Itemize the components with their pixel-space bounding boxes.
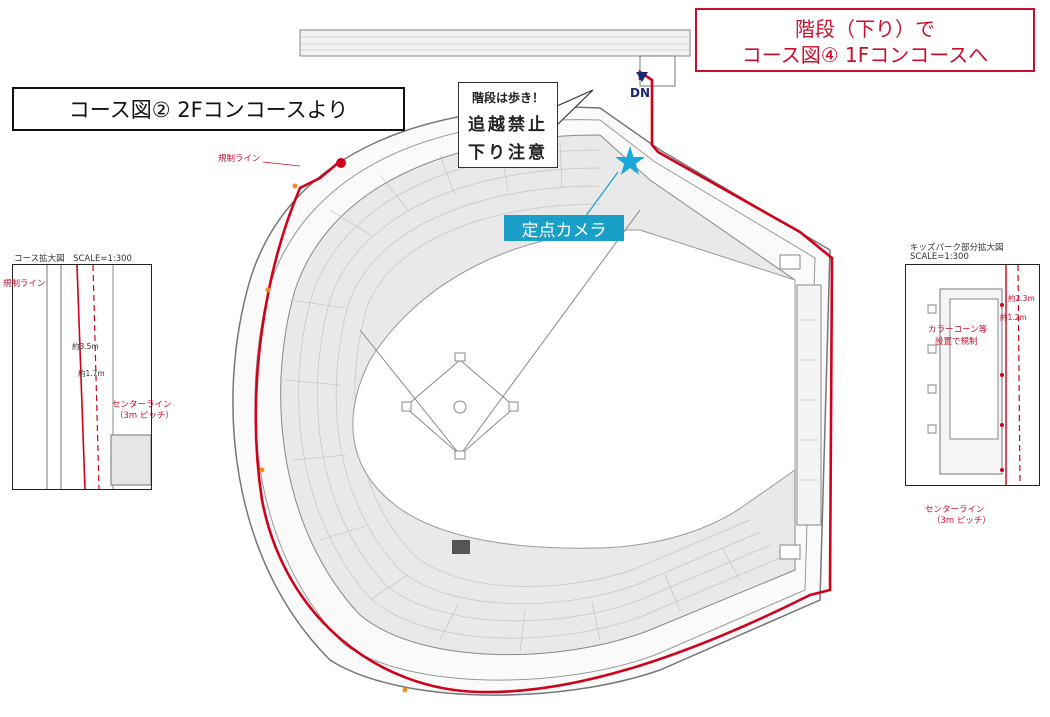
right-inset-width-1: 約2.3m <box>1008 294 1035 303</box>
left-inset-center-line-1: センターライン <box>112 400 172 410</box>
right-inset-cone-2: 設置で規制 <box>935 337 978 347</box>
stairs-note-line1: 階段は歩き！ <box>471 91 544 105</box>
right-inset-title-2: SCALE=1:300 <box>910 252 969 262</box>
stairs-note-line2: 追越禁止 <box>468 115 548 135</box>
dn-label: DN <box>630 86 651 100</box>
field <box>352 229 796 549</box>
course2-from-label: コース図② 2Fコンコースより <box>68 98 349 122</box>
camera-star-icon <box>615 146 645 175</box>
course4-to-line1: 階段（下り）で <box>795 17 935 41</box>
course4-to-line2: コース図④ 1Fコンコースへ <box>741 43 989 67</box>
stairs-note-line3: 下り注意 <box>468 143 548 163</box>
left-inset-width-2: 約1.7m <box>78 369 105 378</box>
course2-from-box: コース図② 2Fコンコースより <box>12 87 405 131</box>
restriction-line-label: 規制ライン <box>218 154 261 164</box>
right-inset-width-2: 約1.2m <box>1000 313 1027 322</box>
course4-to-box: 階段（下り）で コース図④ 1Fコンコースへ <box>695 8 1035 72</box>
right-inset <box>905 264 1040 486</box>
left-inset-title: コース拡大図 SCALE=1:300 <box>14 254 132 264</box>
camera-label: 定点カメラ <box>504 215 624 241</box>
right-inset-cone-1: カラーコーン等 <box>928 325 988 335</box>
route-line <box>254 69 834 694</box>
stairs-note: 階段は歩き！ 追越禁止 下り注意 <box>458 82 558 168</box>
left-inset-width-1: 約3.5m <box>72 342 99 351</box>
left-inset-center-line-2: （3m ピッチ） <box>115 411 174 421</box>
left-inset <box>12 264 152 490</box>
left-inset-restriction-line: 規制ライン <box>3 279 46 289</box>
right-inset-title-1: キッズパーク部分拡大図 <box>910 243 1004 253</box>
left-inset-drawing <box>46 264 152 490</box>
right-inset-drawing <box>927 264 1021 486</box>
right-inset-center-line-2: （3m ピッチ） <box>932 516 991 526</box>
right-inset-center-line-1: センターライン <box>925 505 985 515</box>
top-walkway <box>299 29 691 87</box>
